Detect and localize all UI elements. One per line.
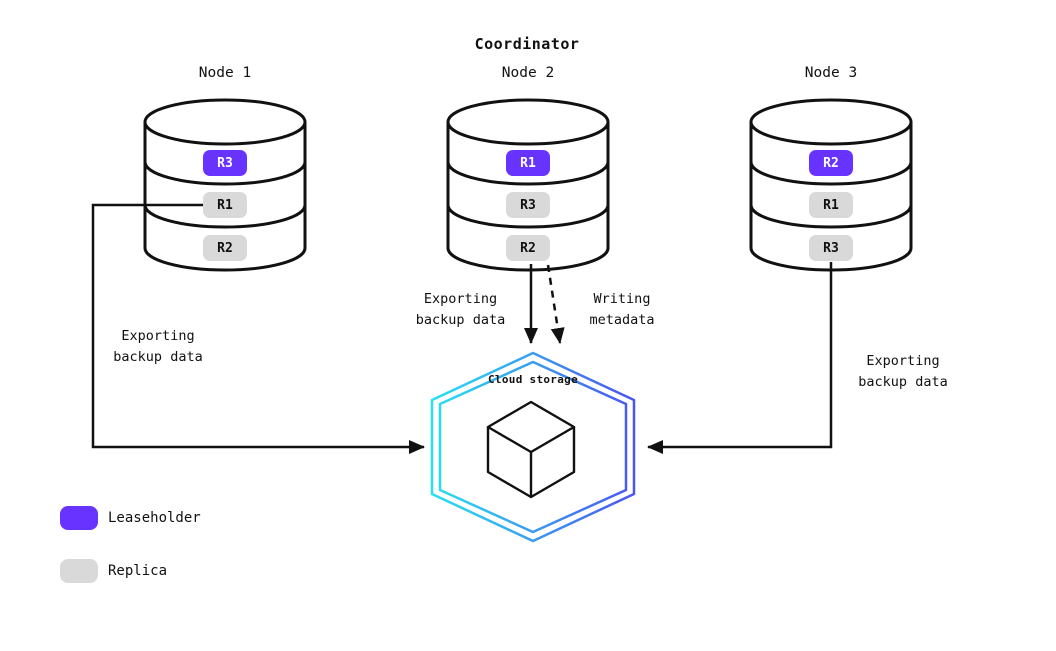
legend-replica-swatch xyxy=(60,559,98,583)
cube-icon xyxy=(486,400,576,499)
export-arrow-node3 xyxy=(647,262,833,454)
legend-leaseholder-swatch xyxy=(60,506,98,530)
database-cylinder-node-2 xyxy=(446,98,610,272)
node2-export-label: Exporting backup data xyxy=(415,291,506,328)
replica-badge-node3-r1: R1 xyxy=(809,192,853,218)
coordinator-title: Coordinator xyxy=(474,35,580,53)
legend-leaseholder-label: Leaseholder xyxy=(108,510,201,526)
cloud-storage-label: Cloud storage xyxy=(488,373,578,386)
replica-badge-node1-r1: R1 xyxy=(203,192,247,218)
node1-export-label: Exporting backup data xyxy=(113,328,203,365)
node-2-label: Node 2 xyxy=(501,65,555,81)
database-cylinder-node-1 xyxy=(143,98,307,272)
node2-metadata-label: Writing metadata xyxy=(589,291,655,328)
leaseholder-badge-node1-r3: R3 xyxy=(203,150,247,176)
cloud-storage-hexagon xyxy=(430,351,636,543)
replica-badge-node2-r2: R2 xyxy=(506,235,550,261)
metadata-arrow-node2 xyxy=(546,264,565,344)
leaseholder-badge-node2-r1: R1 xyxy=(506,150,550,176)
database-cylinder-node-3 xyxy=(749,98,913,272)
node-3-label: Node 3 xyxy=(804,65,858,81)
replica-badge-node3-r3: R3 xyxy=(809,235,853,261)
leaseholder-badge-node3-r2: R2 xyxy=(809,150,853,176)
export-arrow-node1 xyxy=(91,203,425,454)
legend-replica-label: Replica xyxy=(108,563,168,579)
node3-export-label: Exporting backup data xyxy=(858,353,948,390)
replica-badge-node2-r3: R3 xyxy=(506,192,550,218)
node-1-label: Node 1 xyxy=(198,65,252,81)
replica-badge-node1-r2: R2 xyxy=(203,235,247,261)
